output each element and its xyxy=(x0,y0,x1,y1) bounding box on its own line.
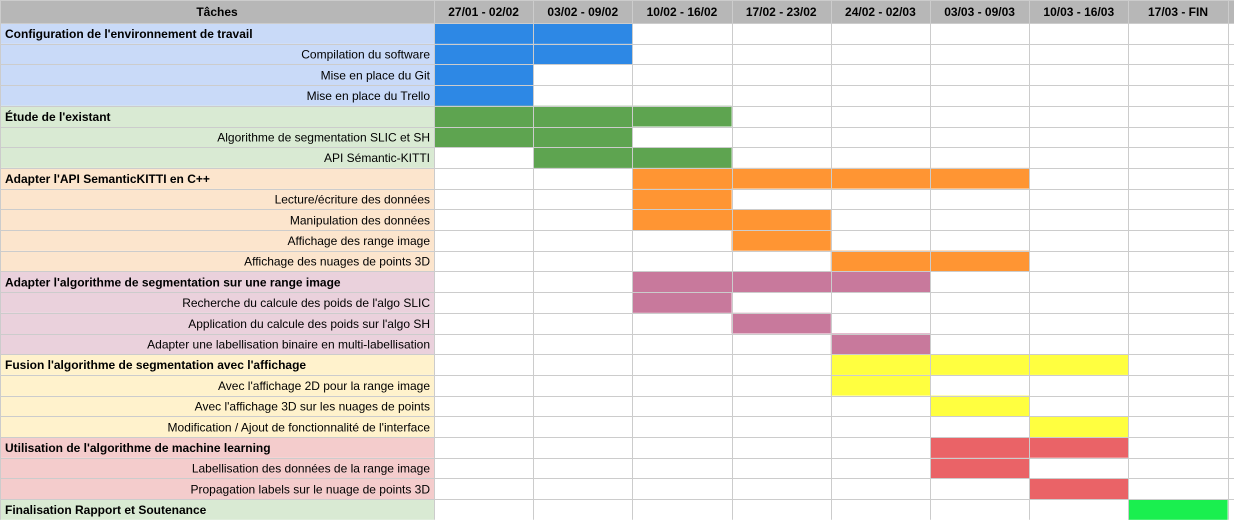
task-row-bg xyxy=(0,292,434,313)
task-row-bg xyxy=(0,250,434,272)
task-bar xyxy=(632,209,831,230)
group-row-bg xyxy=(0,437,434,458)
task-row-bg xyxy=(0,43,434,65)
task-row-bg xyxy=(0,230,434,251)
group-label: Adapter l'algorithme de segmentation sur… xyxy=(5,275,341,289)
task-bar xyxy=(434,64,534,86)
group-row-bg xyxy=(0,167,434,189)
group-row-bg xyxy=(0,23,434,44)
period-header: 27/01 - 02/02 xyxy=(448,5,519,19)
task-row-bg xyxy=(0,374,434,396)
header-row xyxy=(0,0,1234,23)
group-label: Utilisation de l'algorithme de machine l… xyxy=(5,441,271,455)
task-bar xyxy=(830,374,930,396)
task-bar xyxy=(632,292,732,313)
task-label: Recherche du calcule des poids de l'algo… xyxy=(182,296,430,310)
group-label: Configuration de l'environnement de trav… xyxy=(5,27,253,41)
period-header: 24/02 - 02/03 xyxy=(845,5,916,19)
task-label: API Sémantic-KITTI xyxy=(324,151,430,165)
group-row-bg xyxy=(0,105,434,127)
group-bar xyxy=(632,167,1030,189)
task-label: Algorithme de segmentation SLIC et SH xyxy=(217,131,430,145)
group-bar xyxy=(1128,499,1228,520)
task-bar xyxy=(930,395,1030,417)
task-row-bg xyxy=(0,64,434,86)
task-label: Application du calcule des poids sur l'a… xyxy=(188,317,430,331)
task-row-bg xyxy=(0,126,434,148)
task-row-bg xyxy=(0,147,434,168)
task-label: Manipulation des données xyxy=(290,213,430,227)
task-row-bg xyxy=(0,188,434,210)
task-label: Labellisation des données de la range im… xyxy=(192,462,430,476)
group-label: Étude de l'existant xyxy=(5,109,111,124)
task-row-bg xyxy=(0,85,434,106)
task-label: Modification / Ajout de fonctionnalité d… xyxy=(168,420,431,434)
task-bar xyxy=(1029,478,1129,500)
task-row-bg xyxy=(0,395,434,417)
task-row-bg xyxy=(0,312,434,334)
task-bar xyxy=(830,333,930,355)
task-label: Mise en place du Git xyxy=(321,68,431,82)
task-label: Compilation du software xyxy=(301,48,430,62)
task-bar xyxy=(731,312,831,334)
task-label: Avec l'affichage 2D pour la range image xyxy=(218,379,430,393)
period-header: 03/03 - 09/03 xyxy=(944,5,1015,19)
group-label: Finalisation Rapport et Soutenance xyxy=(5,503,207,517)
group-bar xyxy=(632,271,930,293)
task-row-bg xyxy=(0,457,434,479)
period-header: 10/03 - 16/03 xyxy=(1043,5,1114,19)
task-label: Affichage des range image xyxy=(287,234,430,248)
task-bar xyxy=(1029,416,1129,437)
period-header: 17/02 - 23/02 xyxy=(746,5,817,19)
period-header: 10/02 - 16/02 xyxy=(647,5,718,19)
group-row-bg xyxy=(0,499,434,520)
task-label: Adapter une labellisation binaire en mul… xyxy=(147,338,430,352)
task-bar xyxy=(731,230,831,251)
group-label: Fusion l'algorithme de segmentation avec… xyxy=(5,358,306,372)
group-bar xyxy=(830,354,1129,375)
group-bar xyxy=(434,105,732,127)
task-label: Affichage des nuages de points 3D xyxy=(244,255,430,269)
period-header: 03/02 - 09/02 xyxy=(547,5,618,19)
task-row-bg xyxy=(0,416,434,437)
task-row-bg xyxy=(0,209,434,230)
task-column-header: Tâches xyxy=(196,5,238,19)
period-header: 17/03 - FIN xyxy=(1148,5,1208,19)
task-label: Avec l'affichage 3D sur les nuages de po… xyxy=(195,400,430,414)
task-label: Mise en place du Trello xyxy=(307,89,431,103)
task-row-bg xyxy=(0,333,434,355)
task-bar xyxy=(434,85,534,106)
task-row-bg xyxy=(0,478,434,500)
group-row-bg xyxy=(0,271,434,293)
task-label: Lecture/écriture des données xyxy=(275,193,430,207)
group-row-bg xyxy=(0,354,434,375)
group-label: Adapter l'API SemanticKITTI en C++ xyxy=(5,172,210,186)
task-label: Propagation labels sur le nuage de point… xyxy=(191,482,431,496)
task-bar xyxy=(632,188,732,210)
task-bar xyxy=(930,457,1030,479)
